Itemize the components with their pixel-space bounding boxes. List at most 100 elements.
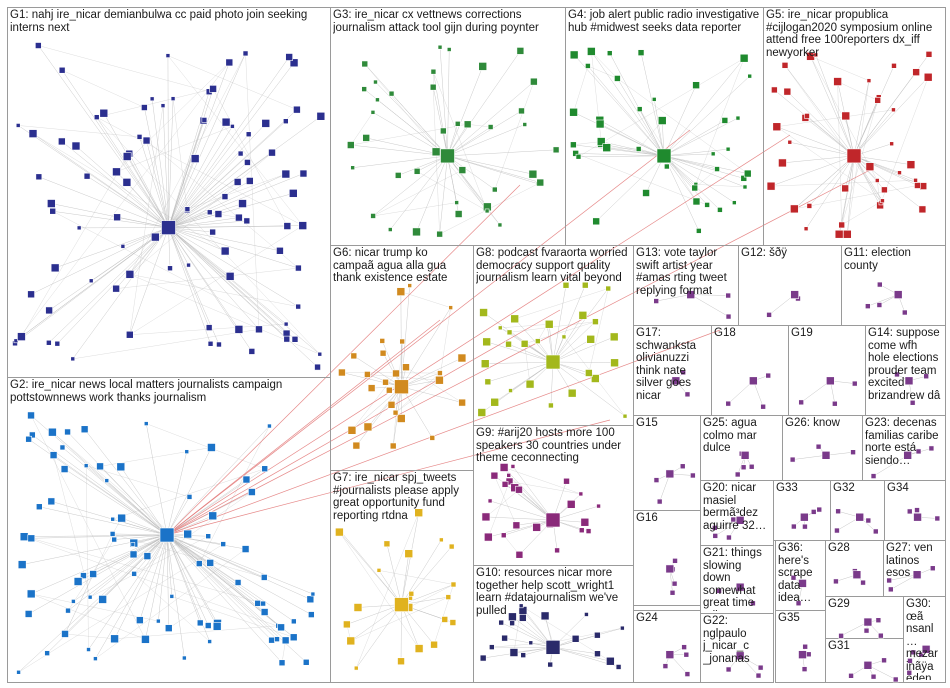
node-g30[interactable]	[910, 649, 917, 656]
node-g2[interactable]	[289, 633, 298, 642]
node-g14[interactable]	[894, 371, 900, 378]
node-g34[interactable]	[914, 507, 920, 513]
node-g2[interactable]	[196, 619, 204, 627]
node-g4[interactable]	[739, 53, 749, 63]
hub-node-g3[interactable]	[440, 148, 455, 164]
node-g13[interactable]	[725, 313, 732, 320]
node-g1[interactable]	[281, 169, 291, 179]
node-g1[interactable]	[206, 209, 213, 216]
node-g17[interactable]	[680, 369, 687, 376]
node-g2[interactable]	[212, 622, 222, 631]
node-g6[interactable]	[437, 370, 443, 376]
node-g1[interactable]	[149, 96, 155, 102]
node-g2[interactable]	[164, 624, 173, 632]
node-g15[interactable]	[656, 498, 663, 505]
hub-node-g20[interactable]	[735, 515, 745, 525]
node-g2[interactable]	[156, 618, 161, 624]
node-g24[interactable]	[684, 671, 691, 677]
node-g18[interactable]	[725, 400, 732, 407]
node-g7[interactable]	[448, 543, 455, 550]
node-g32[interactable]	[872, 528, 879, 535]
node-g2[interactable]	[186, 494, 193, 500]
node-g15[interactable]	[653, 477, 660, 483]
node-g5[interactable]	[804, 113, 810, 119]
node-g2[interactable]	[302, 658, 310, 666]
node-g11[interactable]	[901, 309, 908, 316]
node-g6[interactable]	[389, 442, 397, 450]
node-g1[interactable]	[49, 207, 57, 215]
node-g5[interactable]	[771, 86, 778, 94]
node-g31[interactable]	[848, 672, 854, 679]
node-g2[interactable]	[83, 463, 89, 468]
node-g3[interactable]	[478, 62, 488, 71]
node-g5[interactable]	[813, 52, 819, 58]
node-g22[interactable]	[755, 672, 762, 679]
node-g2[interactable]	[278, 659, 286, 667]
node-g2[interactable]	[17, 560, 27, 569]
node-g27[interactable]	[929, 565, 936, 572]
node-g4[interactable]	[575, 153, 582, 160]
node-g5[interactable]	[881, 186, 888, 194]
node-g2[interactable]	[47, 497, 56, 506]
node-g10[interactable]	[509, 648, 519, 657]
node-g9[interactable]	[566, 500, 576, 509]
node-g25[interactable]	[748, 463, 755, 470]
node-g7[interactable]	[414, 508, 424, 518]
hub-node-g27[interactable]	[912, 570, 922, 580]
node-g4[interactable]	[725, 146, 731, 152]
node-g3[interactable]	[437, 44, 443, 50]
node-g9[interactable]	[532, 523, 541, 532]
node-g6[interactable]	[399, 338, 405, 345]
node-g1[interactable]	[238, 199, 247, 208]
node-g27[interactable]	[886, 577, 892, 584]
node-g2[interactable]	[117, 513, 126, 523]
node-g5[interactable]	[766, 181, 776, 191]
node-g9[interactable]	[585, 528, 592, 534]
node-g2[interactable]	[234, 579, 242, 586]
node-g7[interactable]	[445, 594, 452, 600]
node-g2[interactable]	[64, 428, 71, 436]
node-g9[interactable]	[563, 477, 570, 485]
node-g4[interactable]	[691, 184, 699, 192]
node-g2[interactable]	[131, 571, 137, 577]
node-g7[interactable]	[346, 636, 356, 646]
node-g5[interactable]	[833, 77, 842, 86]
node-g1[interactable]	[209, 228, 216, 236]
node-g7[interactable]	[404, 549, 414, 558]
node-g1[interactable]	[209, 85, 217, 93]
node-g1[interactable]	[112, 167, 121, 177]
hub-node-g26[interactable]	[821, 450, 831, 460]
node-g4[interactable]	[602, 143, 612, 152]
node-g2[interactable]	[267, 423, 272, 429]
node-g20[interactable]	[712, 525, 718, 531]
node-g1[interactable]	[237, 150, 244, 157]
node-g1[interactable]	[255, 325, 263, 334]
node-g4[interactable]	[651, 97, 657, 102]
node-g1[interactable]	[99, 108, 109, 118]
node-g6[interactable]	[396, 414, 406, 423]
node-g7[interactable]	[439, 537, 444, 543]
node-g8[interactable]	[508, 388, 513, 393]
node-g15[interactable]	[690, 472, 696, 479]
node-g10[interactable]	[594, 650, 601, 658]
node-g23[interactable]	[870, 473, 877, 479]
node-g3[interactable]	[412, 227, 421, 237]
node-g1[interactable]	[221, 117, 231, 127]
node-g19[interactable]	[798, 399, 804, 406]
node-g35[interactable]	[805, 651, 812, 658]
node-g6[interactable]	[350, 352, 358, 360]
node-g2[interactable]	[207, 639, 212, 644]
node-g5[interactable]	[891, 63, 897, 69]
node-g2[interactable]	[59, 444, 66, 451]
node-g1[interactable]	[93, 114, 100, 120]
node-g4[interactable]	[740, 175, 748, 182]
node-g2[interactable]	[60, 465, 69, 473]
node-g1[interactable]	[126, 330, 134, 339]
node-g1[interactable]	[243, 217, 251, 225]
node-g22[interactable]	[757, 664, 764, 671]
hub-node-g36[interactable]	[798, 579, 807, 588]
node-g3[interactable]	[388, 90, 395, 97]
node-g8[interactable]	[525, 379, 535, 389]
hub-node-g6[interactable]	[394, 379, 409, 395]
node-g5[interactable]	[865, 162, 875, 171]
